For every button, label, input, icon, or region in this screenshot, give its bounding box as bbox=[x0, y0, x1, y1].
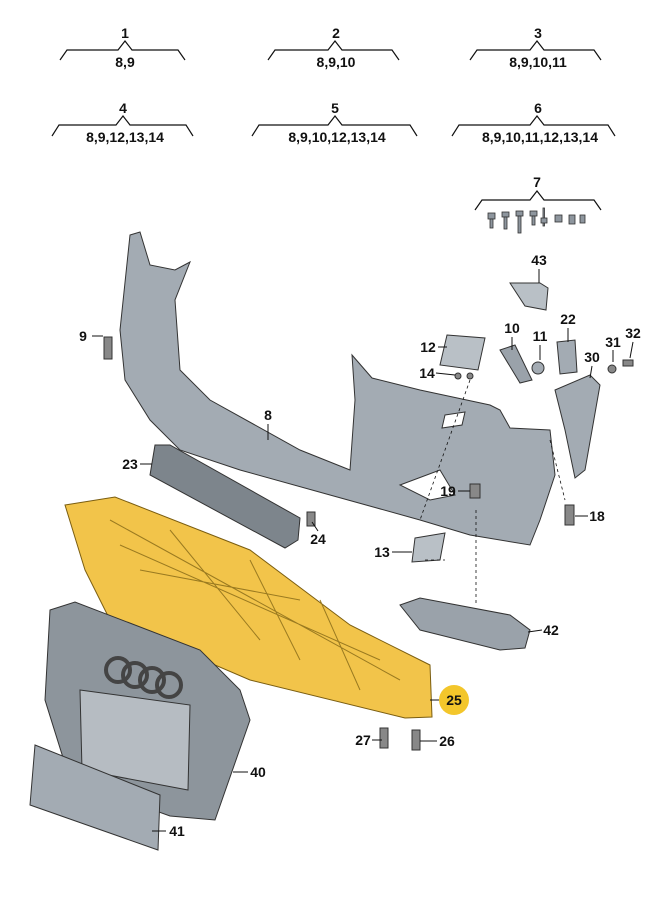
group-contents: 8,9,12,13,14 bbox=[86, 129, 164, 145]
group-number: 5 bbox=[331, 100, 339, 116]
bumper-sensor-hole bbox=[441, 411, 466, 429]
callout-18: 18 bbox=[589, 508, 605, 524]
screw-set-icons bbox=[487, 207, 586, 234]
part-31 bbox=[607, 364, 617, 374]
callout-27: 27 bbox=[355, 732, 371, 748]
part-23-bracket bbox=[149, 444, 301, 549]
part-12-cover bbox=[439, 334, 486, 371]
leader-lines bbox=[92, 269, 634, 832]
undertray-ribs bbox=[109, 519, 401, 691]
part-10-bracket bbox=[499, 344, 533, 384]
part-13-cap bbox=[411, 532, 446, 563]
group-contents: 8,9,10 bbox=[316, 54, 356, 70]
part-43-cover bbox=[509, 282, 549, 311]
part-30-bracket bbox=[554, 374, 601, 479]
callout-22: 22 bbox=[560, 311, 576, 327]
callout-24: 24 bbox=[310, 531, 326, 547]
group-number: 6 bbox=[534, 100, 542, 116]
callout-26: 26 bbox=[439, 733, 455, 749]
callout-8: 8 bbox=[264, 407, 272, 423]
group-number: 3 bbox=[534, 25, 542, 41]
callout-42: 42 bbox=[543, 622, 559, 638]
callout-12: 12 bbox=[420, 339, 436, 355]
callout-19: 19 bbox=[440, 483, 456, 499]
callout-7: 7 bbox=[533, 174, 541, 190]
audi-rings bbox=[104, 656, 183, 699]
group-number: 1 bbox=[121, 25, 129, 41]
callout-31: 31 bbox=[605, 334, 621, 350]
callout-32: 32 bbox=[625, 325, 641, 341]
group-brackets bbox=[51, 40, 616, 211]
callout-23: 23 bbox=[122, 456, 138, 472]
group-contents: 8,9 bbox=[115, 54, 135, 70]
callout-13: 13 bbox=[374, 544, 390, 560]
callout-25-highlighted: 25 bbox=[439, 685, 469, 715]
group-number: 2 bbox=[332, 25, 340, 41]
callout-30: 30 bbox=[584, 349, 600, 365]
part-25-undertray bbox=[64, 496, 433, 719]
callout-43: 43 bbox=[531, 252, 547, 268]
part-22-clip bbox=[556, 339, 578, 375]
grille-plate-area bbox=[79, 689, 191, 791]
bumper-fog-opening bbox=[398, 469, 456, 501]
group-contents: 8,9,10,11,12,13,14 bbox=[482, 129, 598, 145]
part-8-bumper bbox=[119, 231, 556, 546]
part-32-screw bbox=[622, 359, 634, 367]
callout-10: 10 bbox=[504, 320, 520, 336]
dashed-guides bbox=[419, 379, 566, 605]
part-42-grille-insert bbox=[399, 597, 531, 651]
callout-9: 9 bbox=[79, 328, 87, 344]
callout-40: 40 bbox=[250, 764, 266, 780]
group-contents: 8,9,10,11 bbox=[509, 54, 567, 70]
callout-11: 11 bbox=[532, 328, 548, 344]
part-41-plate-holder bbox=[29, 744, 161, 851]
callout-14: 14 bbox=[419, 365, 435, 381]
callout-41: 41 bbox=[169, 823, 185, 839]
fasteners bbox=[103, 336, 575, 751]
group-number: 4 bbox=[119, 100, 127, 116]
group-contents: 8,9,10,12,13,14 bbox=[288, 129, 386, 145]
part-11-nut bbox=[531, 361, 545, 375]
